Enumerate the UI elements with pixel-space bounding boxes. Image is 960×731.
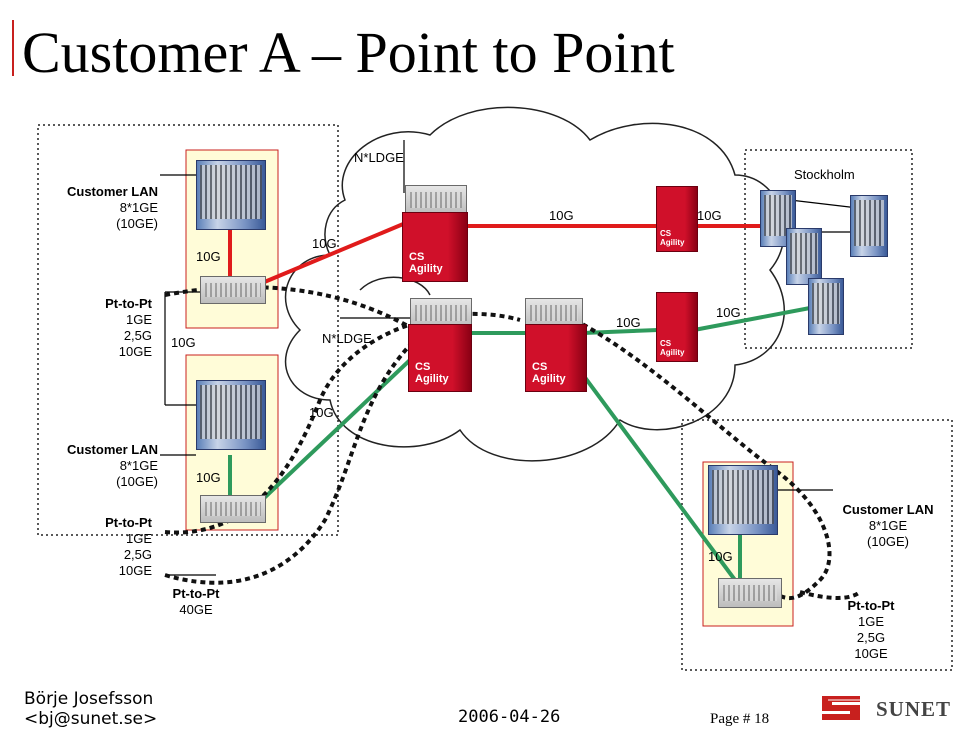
site3-lan-heading: Customer LAN: [842, 502, 934, 517]
site1-link-10g-a: 10G: [196, 249, 221, 264]
site3-lan-line1: 8*1GE: [868, 518, 908, 533]
page-title: Customer A – Point to Point: [22, 20, 675, 85]
sunet-logo-icon: [822, 696, 862, 720]
site1-lan-label: Customer LAN 8*1GE (10GE): [40, 184, 158, 232]
site2-lan-heading: Customer LAN: [66, 442, 158, 457]
site3-switch-chassis: [708, 465, 778, 535]
core-router-mid-right: [525, 298, 583, 328]
site3-p2p-line2: 2,5G: [856, 630, 886, 645]
site1-p2p-label: Pt-to-Pt 1GE 2,5G 10GE: [40, 296, 152, 360]
site2-lan-line2: (10GE): [116, 474, 158, 489]
footer-author: Börje Josefsson: [24, 689, 154, 709]
site3-box: [681, 419, 953, 671]
site1-optical-node: [200, 276, 266, 304]
site2-p2p-line2: 2,5G: [123, 547, 152, 562]
site2-p2p-line1: 1GE: [125, 531, 152, 546]
site1-p2p-heading: Pt-to-Pt: [105, 296, 152, 311]
site2-optical-node: [200, 495, 266, 523]
core-router-top: [405, 185, 467, 215]
site2-p2p-label: Pt-to-Pt 1GE 2,5G 10GE: [40, 515, 152, 579]
site2-p2p40-heading: Pt-to-Pt: [172, 586, 220, 601]
footer-email: <bj@sunet.se>: [24, 709, 158, 729]
site3-lan-line2: (10GE): [867, 534, 909, 549]
core-nldge-top: N*LDGE: [354, 150, 404, 165]
core-link-green-left: 10G: [309, 405, 334, 420]
core-link-green-mid: 10G: [616, 315, 641, 330]
site1-lan-heading: Customer LAN: [66, 184, 158, 199]
site1-p2p-line1: 1GE: [125, 312, 152, 327]
site1-box: [37, 124, 339, 536]
core-router-mid-left: [410, 298, 472, 328]
site1-p2p-line2: 2,5G: [123, 328, 152, 343]
core-nldge-mid: N*LDGE: [322, 331, 372, 346]
stockholm-chassis-4: [808, 278, 844, 335]
sunet-logo-text: SUNET: [876, 697, 952, 721]
stockholm-chassis-3: [850, 195, 888, 257]
site1-lan-line1: 8*1GE: [119, 200, 158, 215]
site2-lan-label: Customer LAN 8*1GE (10GE): [40, 442, 158, 490]
stockholm-box: [744, 149, 913, 349]
stockholm-label: Stockholm: [794, 167, 855, 182]
site1-switch-chassis: [196, 160, 266, 230]
core-link-red-mid: 10G: [549, 208, 574, 223]
site2-lan-line1: 8*1GE: [119, 458, 158, 473]
stockholm-chassis-2: [786, 228, 822, 285]
footer-date: 2006-04-26: [458, 707, 561, 727]
site1-p2p-line3: 10GE: [118, 344, 152, 359]
site1-lan-line2: (10GE): [116, 216, 158, 231]
core-link-green-right: 10G: [716, 305, 741, 320]
site2-p2p40-line1: 40GE: [179, 602, 213, 617]
title-left-bar: [12, 20, 14, 76]
site3-p2p-line3: 10GE: [854, 646, 888, 661]
core-link-red-right: 10G: [697, 208, 722, 223]
site3-lan-label: Customer LAN 8*1GE (10GE): [826, 502, 950, 550]
site1-link-10g-b: 10G: [171, 335, 196, 350]
site2-p2p40-label: Pt-to-Pt 40GE: [160, 586, 232, 618]
site3-link-10g: 10G: [708, 549, 733, 564]
site2-link-10g: 10G: [196, 470, 221, 485]
site3-p2p-label: Pt-to-Pt 1GE 2,5G 10GE: [826, 598, 916, 662]
site3-optical-node: [718, 578, 782, 608]
core-link-red-left: 10G: [312, 236, 337, 251]
site2-switch-chassis: [196, 380, 266, 450]
site2-p2p-line3: 10GE: [118, 563, 152, 578]
site2-p2p-heading: Pt-to-Pt: [105, 515, 152, 530]
site3-p2p-line1: 1GE: [857, 614, 884, 629]
green-links: [228, 306, 811, 582]
site3-p2p-heading: Pt-to-Pt: [847, 598, 895, 613]
footer-page-number: Page # 18: [710, 711, 770, 727]
red-links: [228, 220, 766, 285]
